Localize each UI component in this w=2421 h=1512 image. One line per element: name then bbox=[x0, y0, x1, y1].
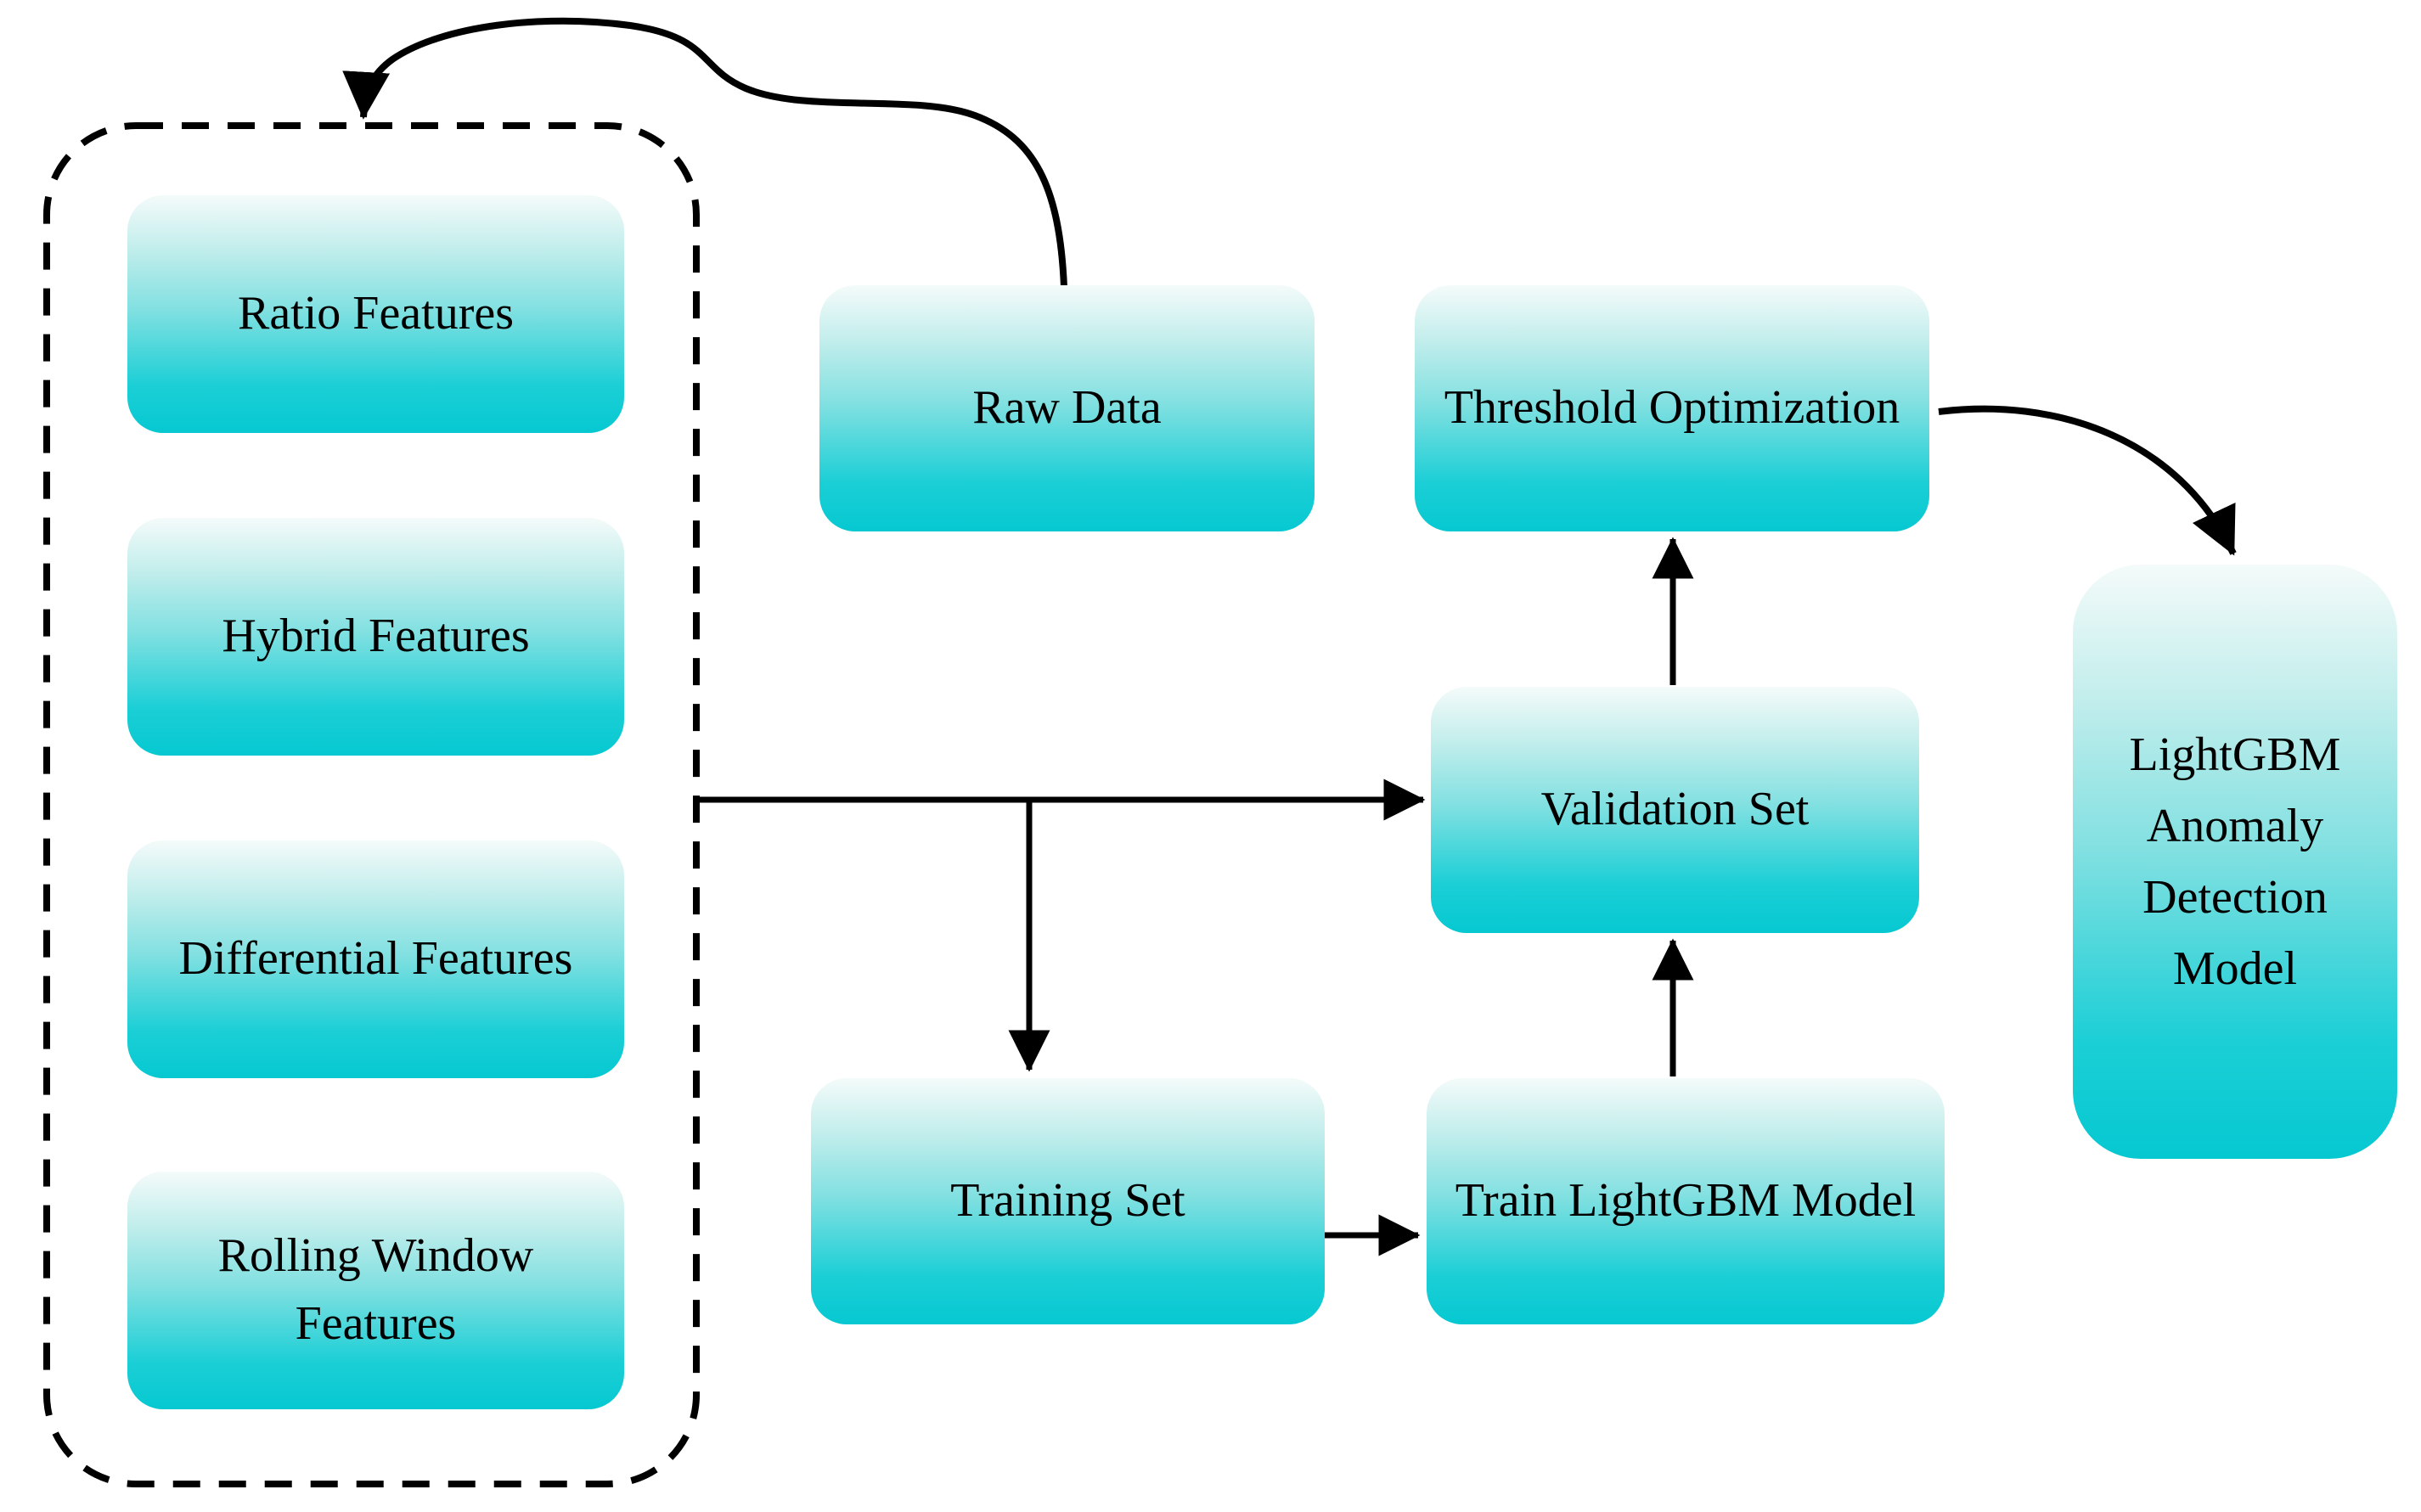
node-threshold-optimization: Threshold Optimization bbox=[1415, 285, 1929, 531]
node-train-lightgbm-model: Train LightGBM Model bbox=[1427, 1078, 1945, 1324]
node-ratio-features: Ratio Features bbox=[127, 195, 624, 433]
node-differential-features: Differential Features bbox=[127, 840, 624, 1078]
node-lightgbm-anomaly-detection-model: LightGBM Anomaly Detection Model bbox=[2073, 565, 2397, 1159]
node-hybrid-features: Hybrid Features bbox=[127, 518, 624, 756]
node-rolling-window-features: Rolling Window Features bbox=[127, 1172, 624, 1409]
node-raw-data: Raw Data bbox=[819, 285, 1315, 531]
arrow-threshold-to-lgbm-model bbox=[1938, 405, 2237, 556]
node-training-set: Training Set bbox=[811, 1078, 1325, 1324]
feature-group-container bbox=[43, 122, 700, 1487]
arrow-raw-data-to-feature-group bbox=[342, 17, 1067, 288]
node-validation-set: Validation Set bbox=[1431, 687, 1919, 933]
